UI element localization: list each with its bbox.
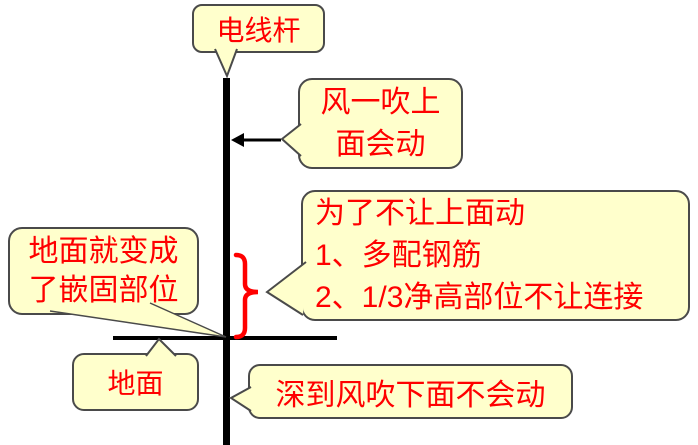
callout-deep-no-move: 深到风吹下面不会动 [248, 364, 573, 419]
callout-text-line: 2、1/3净高部位不让连接 [315, 280, 644, 314]
callout-text-line: 风一吹上 [320, 85, 441, 119]
left-arrow-icon [231, 133, 244, 147]
callout-text-line: 了嵌固部位 [28, 274, 179, 307]
tail-pole-label [214, 48, 238, 79]
callout-text-line: 面会动 [335, 127, 426, 161]
callout-text-line: 深到风吹下面不会动 [275, 378, 546, 412]
curly-brace-icon [233, 252, 259, 340]
callout-anti-move-rules: 为了不让上面动 1、多配钢筋 2、1/3净高部位不让连接 [301, 190, 690, 321]
callout-text-line: 电线杆 [216, 14, 301, 46]
callout-ground-becomes-fixed: 地面就变成 了嵌固部位 [8, 227, 199, 315]
callout-text-line: 地面就变成 [28, 235, 179, 268]
ground-line [113, 336, 337, 340]
callout-text-line: 为了不让上面动 [315, 196, 525, 230]
callout-text-line: 1、多配钢筋 [315, 238, 482, 272]
callout-ground-label: 地面 [72, 353, 199, 411]
callout-wind-moves-top: 风一吹上 面会动 [298, 78, 463, 169]
callout-pole-label: 电线杆 [192, 4, 325, 53]
utility-pole-line [223, 78, 230, 445]
callout-text-line: 地面 [107, 368, 164, 399]
